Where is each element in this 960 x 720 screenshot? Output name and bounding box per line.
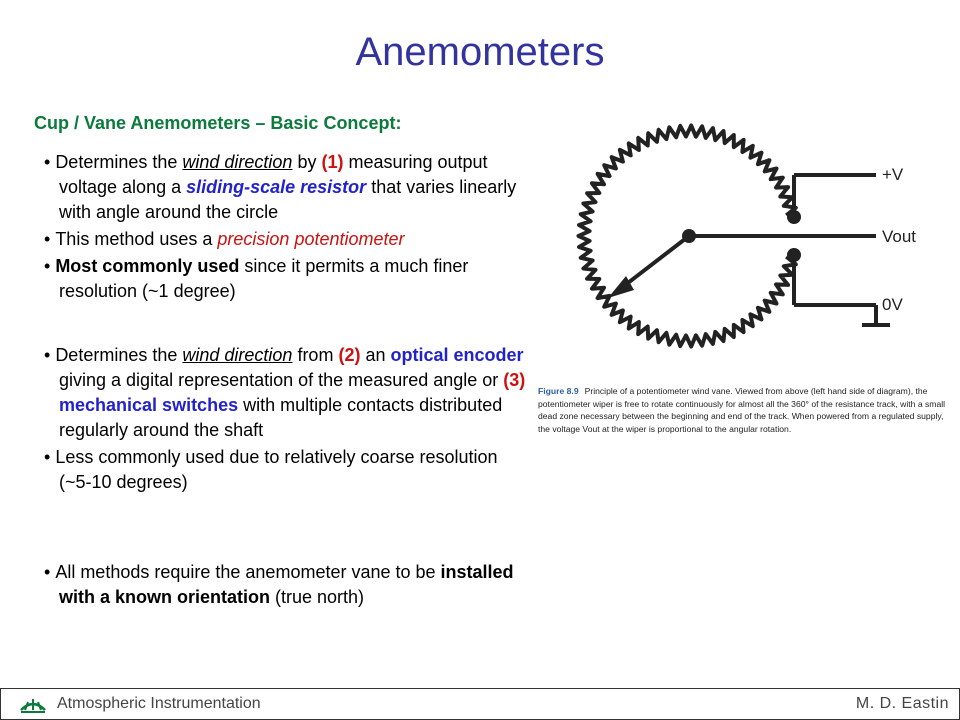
section-heading: Cup / Vane Anemometers – Basic Concept: <box>34 113 402 133</box>
text: that varies linearly with angle around t… <box>59 177 517 222</box>
method-number: (2) <box>338 345 361 365</box>
label-plus-v: +V <box>882 165 904 184</box>
wiper-arrow <box>618 234 691 291</box>
text: with multiple contacts distributed regul… <box>59 395 503 440</box>
text: by <box>292 152 322 172</box>
text: Less commonly used due to relatively coa… <box>55 447 498 492</box>
bullet-orientation: • All methods require the anemometer van… <box>44 562 514 607</box>
terminal-dot <box>787 210 801 224</box>
footer-bar: Atmospheric Instrumentation M. D. Eastin <box>0 688 960 720</box>
most-used-term: Most commonly used <box>55 256 240 276</box>
bullet-encoder: • Determines the wind direction from (2)… <box>44 345 526 440</box>
text: measuring output voltage along a <box>59 152 488 197</box>
text: This method uses a <box>55 229 218 249</box>
label-0v: 0V <box>882 295 903 314</box>
bullet-potentiometer: • Determines the wind direction by (1) m… <box>44 152 517 222</box>
text: (true north) <box>270 587 365 607</box>
method-number: (1) <box>321 152 344 172</box>
bullet-most-used: • Most commonly used since it permits a … <box>44 256 469 301</box>
wind-direction-term: wind direction <box>182 345 293 365</box>
wiper-arrow-head <box>608 276 634 298</box>
footer-author: M. D. Eastin <box>855 695 949 712</box>
footer-course: Atmospheric Instrumentation <box>57 695 261 712</box>
caption-label: Figure 8.9 <box>538 386 579 396</box>
terminal-dot <box>787 248 801 262</box>
optical-encoder-term: optical encoder <box>390 345 524 365</box>
bullet-group-2: • Determines the wind direction from (2)… <box>32 343 532 495</box>
mechanical-switches-term: mechanical switches <box>59 395 239 415</box>
sliding-scale-resistor-term: sliding-scale resistor <box>186 177 367 197</box>
text: Determines the <box>55 345 183 365</box>
wiper-pivot <box>682 229 696 243</box>
precision-potentiometer-term: precision potentiometer <box>217 229 405 249</box>
bullet-group-1: • Determines the wind direction by (1) m… <box>32 150 532 304</box>
label-vout: Vout <box>882 227 916 246</box>
caption-text: Principle of a potentiometer wind vane. … <box>538 386 946 434</box>
text: from <box>292 345 339 365</box>
text: since it permits a much finer resolution… <box>59 256 469 301</box>
page-title: Anemometers <box>355 30 605 74</box>
resistor-track <box>576 123 798 349</box>
method-number: (3) <box>503 370 526 390</box>
wind-direction-term: wind direction <box>182 152 293 172</box>
bullet-precision: • This method uses a precision potentiom… <box>44 229 405 249</box>
bullet-group-3: • All methods require the anemometer van… <box>32 560 532 610</box>
potentiometer-diagram: +V Vout 0V <box>576 123 916 349</box>
text: giving a digital representation of the m… <box>59 370 504 390</box>
text: All methods require the anemometer vane … <box>55 562 441 582</box>
bullet-less-used: • Less commonly used due to relatively c… <box>44 447 498 492</box>
university-logo-icon <box>20 699 46 713</box>
orientation-term: installed with a known orientation <box>59 562 514 607</box>
text: an <box>360 345 391 365</box>
text: Determines the <box>55 152 183 172</box>
